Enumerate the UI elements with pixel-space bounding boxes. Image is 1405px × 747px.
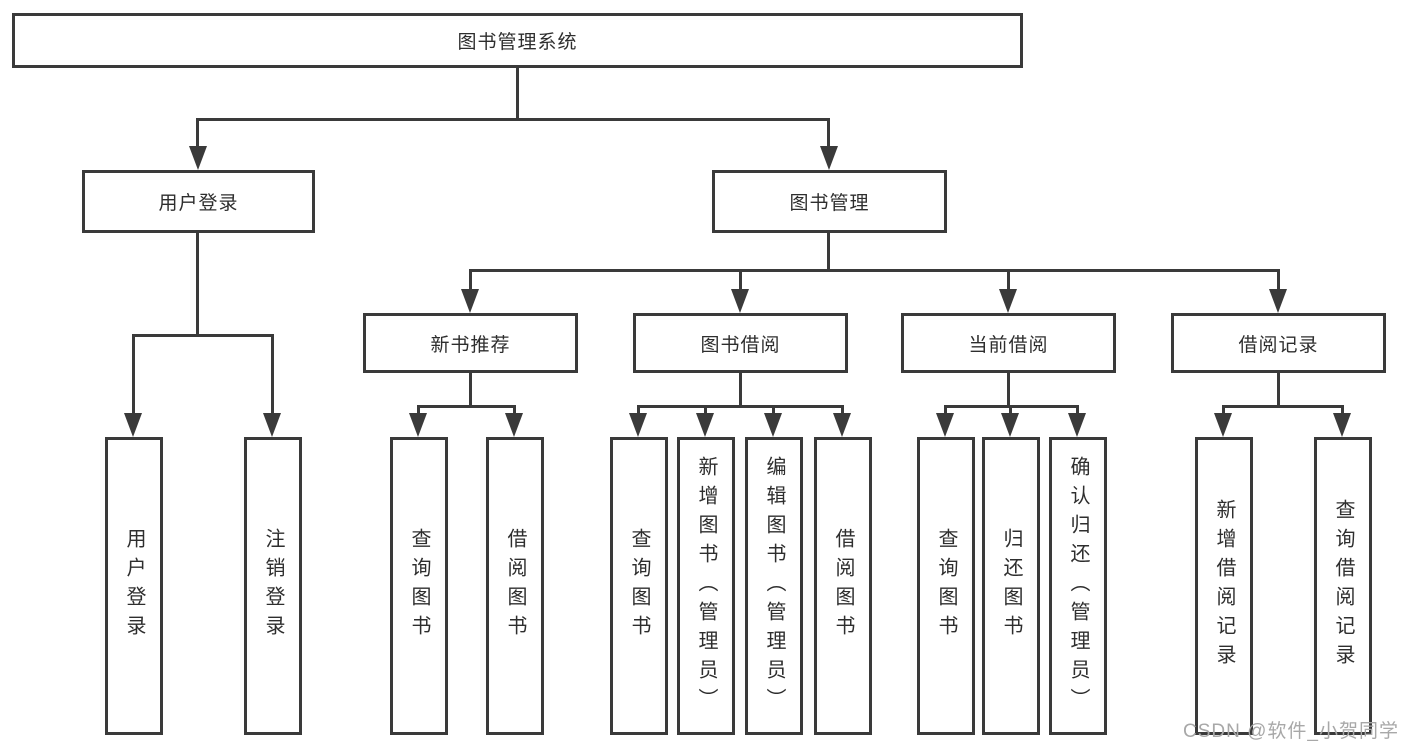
leaf-add-book-admin-label: 新增图书（管理员）	[695, 455, 717, 717]
arrowhead-query-book-1	[409, 413, 427, 437]
connector-drop-borrow-book-2	[841, 405, 844, 417]
connector-drop-current-borrow	[1007, 269, 1010, 293]
connector-drop-leaf-user-login	[132, 334, 135, 416]
arrowhead-borrow-book-1	[505, 413, 523, 437]
arrowhead-user-login	[189, 146, 207, 170]
node-root-label: 图书管理系统	[457, 32, 578, 53]
csdn-watermark: CSDN @软件_小贺同学	[1183, 721, 1399, 742]
leaf-borrow-book-2-label: 借阅图书	[832, 528, 854, 644]
connector-drop-query-book-2	[637, 405, 640, 417]
leaf-edit-book-admin: 编辑图书（管理员）	[745, 437, 803, 735]
connector-drop-query-borrow-record	[1341, 405, 1344, 417]
connector-drop-user-login	[196, 118, 199, 150]
leaf-return-book: 归还图书	[982, 437, 1040, 735]
connector-book-management-hline	[469, 269, 1280, 272]
leaf-query-book-2: 查询图书	[610, 437, 668, 735]
arrowhead-add-book-admin	[696, 413, 714, 437]
leaf-user-login-label: 用户登录	[123, 528, 145, 644]
arrowhead-edit-book-admin	[764, 413, 782, 437]
node-new-book-recommend: 新书推荐	[363, 313, 578, 373]
connector-drop-add-borrow-record	[1222, 405, 1225, 417]
node-book-management-label: 图书管理	[789, 193, 870, 214]
arrowhead-borrow-records	[1269, 289, 1287, 313]
connector-drop-new-book-recommend	[469, 269, 472, 293]
arrowhead-query-book-2	[629, 413, 647, 437]
leaf-query-book-3-label: 查询图书	[935, 528, 957, 644]
connector-book-borrow-stub	[739, 371, 742, 408]
leaf-confirm-return-admin: 确认归还（管理员）	[1049, 437, 1107, 735]
leaf-add-book-admin: 新增图书（管理员）	[677, 437, 735, 735]
connector-drop-borrow-records	[1277, 269, 1280, 293]
node-user-login-label: 用户登录	[158, 193, 239, 214]
node-book-management: 图书管理	[712, 170, 947, 233]
connector-new-book-recommend-stub	[469, 371, 472, 408]
node-new-book-recommend-label: 新书推荐	[430, 334, 511, 356]
connector-drop-book-borrow	[739, 269, 742, 293]
node-root: 图书管理系统	[12, 13, 1023, 68]
leaf-query-book-3: 查询图书	[917, 437, 975, 735]
arrowhead-current-borrow	[999, 289, 1017, 313]
connector-drop-borrow-book-1	[513, 405, 516, 417]
leaf-return-book-label: 归还图书	[1000, 528, 1022, 644]
connector-book-management-stub	[827, 231, 830, 272]
connector-root-stub	[516, 66, 519, 121]
connector-new-book-recommend-hline	[417, 405, 516, 408]
connector-book-borrow-hline	[637, 405, 844, 408]
connector-drop-add-book-admin	[704, 405, 707, 417]
connector-drop-edit-book-admin	[772, 405, 775, 417]
leaf-borrow-book-2: 借阅图书	[814, 437, 872, 735]
arrowhead-leaf-user-login	[124, 413, 142, 437]
arrowhead-book-management	[820, 146, 838, 170]
connector-borrow-records-hline	[1222, 405, 1344, 408]
node-book-borrow-label: 图书借阅	[700, 334, 781, 356]
connector-user-login-stub	[196, 231, 199, 337]
connector-borrow-records-stub	[1277, 371, 1280, 408]
node-user-login: 用户登录	[82, 170, 315, 233]
leaf-user-login: 用户登录	[105, 437, 163, 735]
connector-drop-query-book-3	[944, 405, 947, 417]
arrowhead-confirm-return	[1068, 413, 1086, 437]
leaf-query-book-1: 查询图书	[390, 437, 448, 735]
leaf-query-book-2-label: 查询图书	[628, 528, 650, 644]
leaf-query-borrow-record: 查询借阅记录	[1314, 437, 1372, 735]
leaf-add-borrow-record-label: 新增借阅记录	[1213, 499, 1235, 673]
arrowhead-return-book	[1001, 413, 1019, 437]
connector-drop-book-management	[827, 118, 830, 150]
connector-current-borrow-stub	[1007, 371, 1010, 408]
node-current-borrow: 当前借阅	[901, 313, 1116, 373]
arrowhead-add-borrow-record	[1214, 413, 1232, 437]
leaf-borrow-book-1: 借阅图书	[486, 437, 544, 735]
node-current-borrow-label: 当前借阅	[968, 334, 1049, 356]
leaf-logout-label: 注销登录	[262, 528, 284, 644]
connector-drop-return-book	[1009, 405, 1012, 417]
connector-drop-query-book-1	[417, 405, 420, 417]
connector-root-hline	[196, 118, 830, 121]
connector-drop-confirm-return	[1076, 405, 1079, 417]
arrowhead-book-borrow	[731, 289, 749, 313]
arrowhead-query-borrow-record	[1333, 413, 1351, 437]
connector-user-login-hline	[132, 334, 274, 337]
node-borrow-records: 借阅记录	[1171, 313, 1386, 373]
leaf-confirm-return-admin-label: 确认归还（管理员）	[1067, 455, 1089, 717]
node-borrow-records-label: 借阅记录	[1238, 334, 1319, 356]
arrowhead-query-book-3	[936, 413, 954, 437]
leaf-query-borrow-record-label: 查询借阅记录	[1332, 499, 1354, 673]
leaf-borrow-book-1-label: 借阅图书	[504, 528, 526, 644]
arrowhead-leaf-logout	[263, 413, 281, 437]
leaf-query-book-1-label: 查询图书	[408, 528, 430, 644]
connector-drop-leaf-logout	[271, 334, 274, 416]
leaf-edit-book-admin-label: 编辑图书（管理员）	[763, 455, 785, 717]
leaf-add-borrow-record: 新增借阅记录	[1195, 437, 1253, 735]
arrowhead-borrow-book-2	[833, 413, 851, 437]
arrowhead-new-book-recommend	[461, 289, 479, 313]
leaf-logout: 注销登录	[244, 437, 302, 735]
node-book-borrow: 图书借阅	[633, 313, 848, 373]
